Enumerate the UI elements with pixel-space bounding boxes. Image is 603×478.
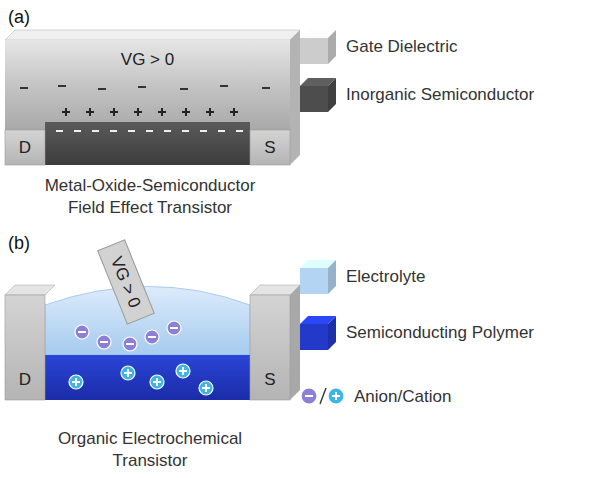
- swatch-side: [328, 260, 336, 294]
- dielectric-top-face: [5, 30, 300, 40]
- node-text: D: [19, 137, 31, 158]
- slash-mark: [320, 388, 326, 404]
- drain-top-face: [5, 285, 55, 295]
- drain-block: [5, 130, 45, 165]
- induced-electrons: [56, 130, 243, 132]
- panel-label: (b): [8, 232, 30, 254]
- node-text: S: [264, 369, 275, 390]
- swatch-front: [300, 86, 328, 112]
- cation-symbol: [328, 388, 344, 404]
- legend-row: Electrolyte: [298, 256, 425, 296]
- legend-text: Gate Dielectric: [346, 36, 457, 57]
- legend-row: Anion/Cation: [300, 376, 451, 416]
- node-text: D: [19, 369, 31, 390]
- node-text: VG > 0: [121, 49, 174, 70]
- ion-symbols: [300, 384, 346, 408]
- swatch-side: [328, 316, 336, 350]
- device-side-face: [290, 30, 300, 165]
- swatch-side: [328, 30, 336, 64]
- inorganic-semiconductor: [45, 122, 250, 165]
- legend-text: Inorganic Semiconductor: [346, 84, 534, 105]
- legend-text: Semiconducting Polymer: [346, 322, 534, 343]
- anions: [75, 321, 181, 351]
- source-block: [250, 130, 290, 165]
- anion-sign: [305, 395, 313, 397]
- negative-charges: [20, 86, 270, 89]
- drain-electrode: D: [5, 130, 45, 165]
- gate-electrode: VG > 0: [97, 239, 155, 324]
- swatch-front: [300, 324, 328, 350]
- drain-block: [5, 295, 45, 400]
- legend-swatch: [298, 256, 338, 296]
- legend-swatch: [298, 26, 338, 66]
- source-block: [250, 295, 290, 400]
- cations: [69, 364, 213, 395]
- legend-text: Electrolyte: [346, 266, 425, 287]
- node-text: S: [264, 137, 275, 158]
- semiconducting-polymer: [45, 355, 250, 400]
- swatch-side: [328, 78, 336, 112]
- source-side-face: [290, 285, 300, 400]
- cation-sign: [332, 392, 340, 400]
- swatch-front: [300, 268, 328, 294]
- positive-charges: [62, 108, 238, 116]
- device-caption: Organic Electrochemical Transistor: [30, 428, 270, 472]
- legend-row: Gate Dielectric: [298, 26, 457, 66]
- anion-symbol: [301, 388, 317, 404]
- drain-electrode: D: [5, 295, 45, 400]
- panel-label: (a): [8, 6, 30, 28]
- node-text: VG > 0: [106, 253, 145, 310]
- swatch-front: [300, 38, 328, 64]
- gate-dielectric: [5, 40, 290, 130]
- legend-text: Anion/Cation: [354, 386, 451, 407]
- legend-row: Inorganic Semiconductor: [298, 74, 534, 114]
- source-electrode: S: [250, 295, 290, 400]
- gate-dielectric-layer: VG > 0: [5, 40, 290, 122]
- device-caption: Metal-Oxide-Semiconductor Field Effect T…: [30, 175, 270, 219]
- legend-row: Semiconducting Polymer: [298, 312, 534, 352]
- legend-swatch: [298, 312, 338, 352]
- legend-swatch: [298, 74, 338, 114]
- source-electrode: S: [250, 130, 290, 165]
